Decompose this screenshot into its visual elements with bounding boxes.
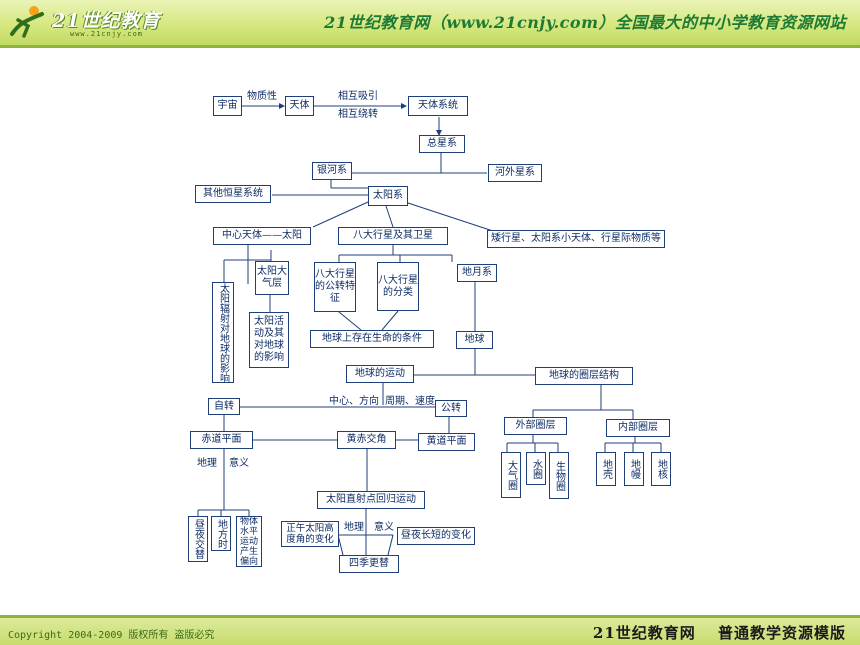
node-crust: 地壳 [596,452,616,486]
node-revolution: 公转 [435,400,467,417]
node-noon-sun-angle: 正午太阳高度角的变化 [281,521,339,547]
footer-copyright: Copyright 2004-2009 版权所有 盗版必究 [8,630,215,641]
label-geography-2: 地理 [344,522,364,533]
node-inner-layers: 内部圈层 [606,419,670,437]
node-small-bodies: 矮行星、太阳系小天体、行星际物质等 [487,230,665,248]
node-solar-system: 太阳系 [368,186,408,206]
node-planet-features: 八大行星的公转特征 [314,262,356,312]
node-eight-planets: 八大行星及其卫星 [338,227,448,245]
node-planet-classes: 八大行星的分类 [377,262,419,311]
brand-name: 21世纪教育 [52,10,161,32]
header-bar: 21世纪教育 www.21cnjy.com 21世纪教育网（www.21cnjy… [0,0,860,45]
label-meaning-2: 意义 [374,522,394,533]
node-extragalactic: 河外星系 [488,164,542,182]
node-sun-activity: 太阳活动及其对地球的影响 [249,312,289,368]
node-sun-atmosphere: 太阳大气层 [255,261,289,295]
node-biosphere: 生物圈 [549,452,569,499]
node-earth: 地球 [456,331,493,349]
node-day-night: 昼夜交替 [188,516,208,562]
label-material: 物质性 [247,91,277,102]
node-earth-layers: 地球的圈层结构 [535,367,633,385]
header-divider [0,45,860,48]
footer-divider [0,615,860,618]
node-obliquity: 黄赤交角 [337,431,396,449]
node-seasons: 四季更替 [339,555,399,573]
node-core: 地核 [651,452,671,486]
node-earth-motion: 地球的运动 [346,365,414,383]
header-slogan: 21世纪教育网（www.21cnjy.com）全国最大的中小学教育资源网站 [324,13,846,32]
node-local-time: 地方时 [211,516,231,551]
node-celestial-system: 天体系统 [408,96,468,116]
node-day-length: 昼夜长短的变化 [397,527,475,545]
node-atmosphere: 大气圈 [501,452,521,498]
label-period-speed: 周期、速度 [385,396,435,407]
node-center-body: 中心天体——太阳 [213,227,311,245]
connector-lines [197,103,662,556]
node-milky-way: 银河系 [312,162,352,180]
node-deflection: 物体水平运动产生偏向 [236,516,262,567]
label-meaning-1: 意义 [229,458,249,469]
label-orbit: 相互绕转 [338,109,378,120]
node-earth-moon: 地月系 [457,264,497,282]
label-attract: 相互吸引 [338,91,378,102]
runner-logo-icon [10,6,44,38]
node-ecliptic-plane: 黄道平面 [418,433,475,451]
node-celestial-body: 天体 [285,96,314,116]
node-total-galaxy: 总星系 [419,135,465,153]
label-geography-1: 地理 [197,458,217,469]
node-mantle: 地幔 [624,452,644,486]
node-life-conditions: 地球上存在生命的条件 [310,330,434,348]
node-outer-layers: 外部圈层 [504,417,567,435]
footer-brand: 21世纪教育网 普通教学资源模版 [592,624,846,642]
concept-map: 宇宙 天体 天体系统 物质性 相互吸引 相互绕转 总星系 银河系 河外星系 其他… [183,85,678,580]
label-center-direction: 中心、方向 [329,396,379,407]
node-hydrosphere: 水圈 [526,452,546,485]
node-rotation: 自转 [208,398,240,415]
node-sun-radiation: 太阳辐射对地球的影响 [212,282,234,383]
node-equator-plane: 赤道平面 [190,431,253,449]
node-subsolar-motion: 太阳直射点回归运动 [317,491,425,509]
footer-bar: Copyright 2004-2009 版权所有 盗版必究 21世纪教育网 普通… [0,618,860,645]
node-other-stars: 其他恒星系统 [195,185,271,203]
brand-url[interactable]: www.21cnjy.com [70,30,144,38]
node-universe: 宇宙 [213,96,242,116]
